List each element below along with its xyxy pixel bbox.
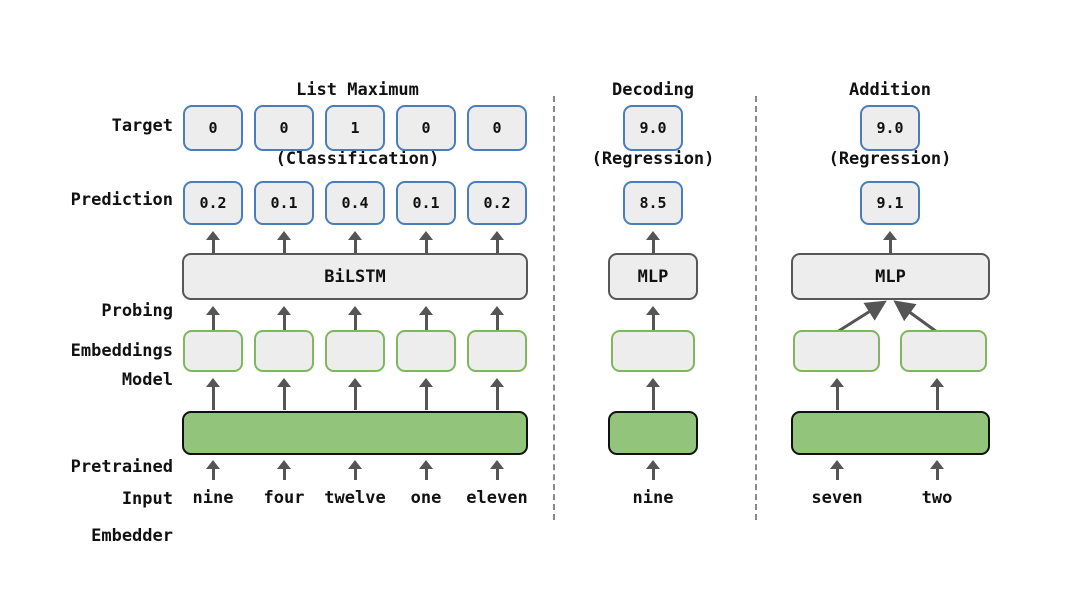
arrow-up-icon <box>419 460 433 480</box>
input-word: twelve <box>324 488 386 508</box>
column-title-decoding: Decoding (Regression) <box>563 33 743 217</box>
row-label-embeddings: Embeddings <box>70 341 173 361</box>
prediction-box: 0.1 <box>396 181 456 225</box>
arrow-up-icon <box>490 306 504 330</box>
prediction-box: 0.2 <box>183 181 243 225</box>
row-label-probing-model: Probing Model <box>0 254 173 438</box>
arrow-up-icon <box>277 460 291 480</box>
arrow-up-icon <box>930 460 944 480</box>
input-word: seven <box>811 488 863 508</box>
embedding-box <box>611 330 695 372</box>
arrow-up-icon <box>206 460 220 480</box>
column-title-addition: Addition (Regression) <box>800 33 980 217</box>
embedding-box <box>183 330 243 372</box>
arrow-up-icon <box>883 231 897 253</box>
row-label-prediction: Prediction <box>70 190 173 210</box>
probing-model-box-mlp: MLP <box>791 253 990 300</box>
target-box: 0 <box>254 105 314 151</box>
target-box: 9.0 <box>623 105 683 151</box>
prediction-box: 8.5 <box>623 181 683 225</box>
arrow-up-icon <box>206 306 220 330</box>
arrow-up-icon <box>277 306 291 330</box>
prediction-box: 0.2 <box>467 181 527 225</box>
column-divider-left <box>553 96 555 520</box>
target-box: 1 <box>325 105 385 151</box>
arrow-up-icon <box>348 378 362 410</box>
input-word: eleven <box>466 488 528 508</box>
embedding-box <box>900 330 987 372</box>
target-box: 0 <box>467 105 527 151</box>
prediction-box: 9.1 <box>860 181 920 225</box>
row-label-target: Target <box>111 116 173 136</box>
arrow-up-icon <box>419 231 433 253</box>
embedding-box <box>793 330 880 372</box>
arrow-up-icon <box>490 460 504 480</box>
arrow-up-icon <box>646 231 660 253</box>
column-divider-right <box>755 96 757 520</box>
arrow-up-icon <box>348 306 362 330</box>
column-title-line2: (Regression) <box>828 149 952 169</box>
arrow-up-icon <box>646 378 660 410</box>
column-title-line2: (Classification) <box>275 149 440 169</box>
arrow-up-icon <box>930 378 944 410</box>
embedding-box <box>325 330 385 372</box>
input-word: one <box>410 488 442 508</box>
arrow-up-icon <box>206 231 220 253</box>
arrow-up-icon <box>206 378 220 410</box>
row-label-embedder-line1: Pretrained <box>70 457 173 477</box>
input-word: four <box>263 488 305 508</box>
embedding-box <box>396 330 456 372</box>
arrow-up-icon <box>490 231 504 253</box>
arrow-up-icon <box>830 460 844 480</box>
pretrained-embedder-bar <box>608 411 698 455</box>
input-word: nine <box>632 488 674 508</box>
row-label-embedder-line2: Embedder <box>91 526 173 546</box>
merge-arrows <box>836 300 938 334</box>
probing-model-box-mlp: MLP <box>608 253 698 300</box>
arrow-up-icon <box>277 378 291 410</box>
arrow-up-icon <box>830 378 844 410</box>
input-word: two <box>921 488 953 508</box>
input-word: nine <box>192 488 234 508</box>
row-label-pretrained-embedder: Pretrained Embedder <box>0 410 173 594</box>
column-title-list-maximum: List Maximum (Classification) <box>185 33 530 217</box>
row-label-input: Input <box>121 489 173 509</box>
column-title-line2: (Regression) <box>591 149 715 169</box>
prediction-box: 0.4 <box>325 181 385 225</box>
arrow-up-icon <box>646 306 660 330</box>
arrow-up-icon <box>348 460 362 480</box>
row-label-probing-line1: Probing <box>101 301 173 321</box>
prediction-box: 0.1 <box>254 181 314 225</box>
pretrained-embedder-bar <box>791 411 990 455</box>
row-label-probing-line2: Model <box>121 370 173 390</box>
column-title-line1: Decoding <box>612 80 694 100</box>
probing-model-box-bilstm: BiLSTM <box>182 253 528 300</box>
arrow-up-icon <box>490 378 504 410</box>
target-box: 0 <box>183 105 243 151</box>
column-title-line1: Addition <box>849 80 931 100</box>
arrow-up-icon <box>419 306 433 330</box>
embedding-box <box>254 330 314 372</box>
arrow-up-icon <box>646 460 660 480</box>
target-box: 0 <box>396 105 456 151</box>
arrow-up-icon <box>348 231 362 253</box>
column-title-line1: List Maximum <box>296 80 419 100</box>
arrow-up-icon <box>277 231 291 253</box>
figure-canvas: List Maximum (Classification) Decoding (… <box>0 33 990 546</box>
embedding-box <box>467 330 527 372</box>
target-box: 9.0 <box>860 105 920 151</box>
arrow-up-icon <box>419 378 433 410</box>
pretrained-embedder-bar <box>182 411 528 455</box>
